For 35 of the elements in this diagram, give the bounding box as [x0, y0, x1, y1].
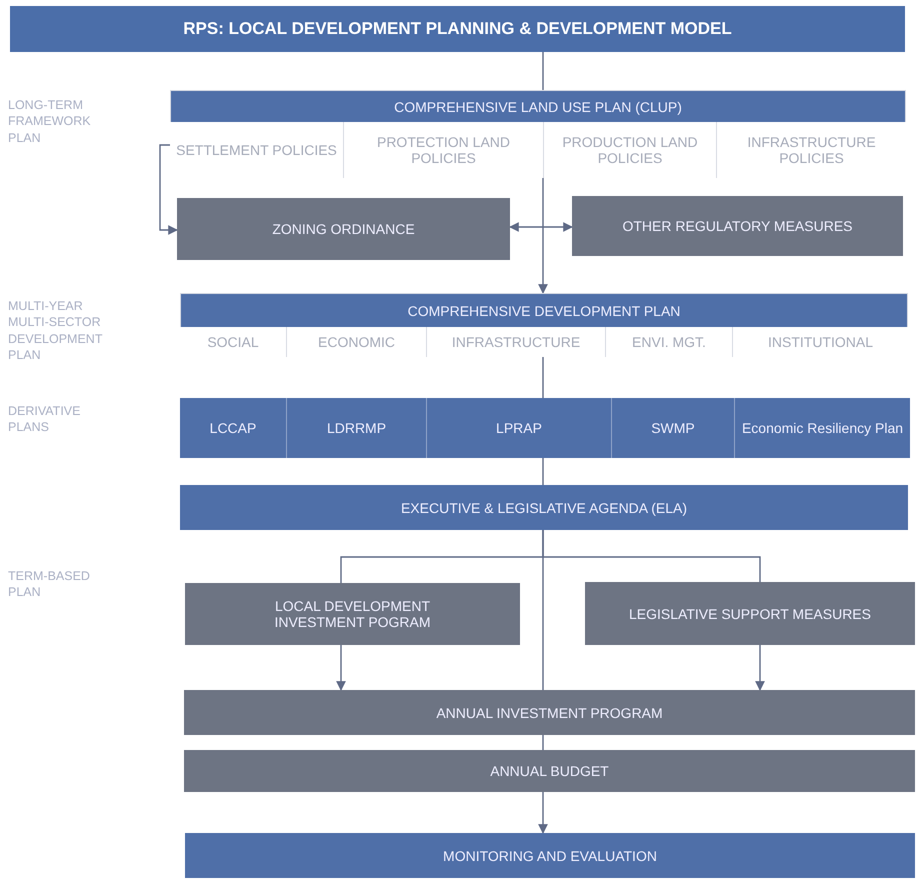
process-box: ZONING ORDINANCE [177, 198, 510, 260]
plan-section-cell: ECONOMIC [287, 327, 427, 357]
process-box: OTHER REGULATORY MEASURES [572, 196, 903, 256]
connector-arrow [538, 792, 548, 834]
plan-section-cell: INFRASTRUCTURE POLICIES [717, 122, 906, 178]
section-header: COMPREHENSIVE LAND USE PLAN (CLUP) [171, 91, 905, 123]
plan-section-cell: SETTLEMENT POLICIES [170, 122, 344, 178]
connector-arrow [509, 222, 573, 232]
process-box: LEGISLATIVE SUPPORT MEASURES [585, 582, 915, 645]
level-label: TERM-BASED PLAN [8, 568, 91, 600]
process-box: ANNUAL BUDGET [184, 750, 915, 792]
plan-box: LPRAP [427, 398, 612, 458]
level-label: DERIVATIVE PLANS [8, 403, 82, 436]
plan-box: Economic Resiliency Plan [735, 398, 910, 458]
connector-arrow [159, 144, 178, 235]
plan-section-cell: INSTITUTIONAL [733, 327, 908, 357]
level-label: MULTI-YEAR MULTI-SECTOR DEVELOPMENT PLAN [8, 298, 104, 363]
plan-box: SWMP [612, 398, 735, 458]
level-label: LONG-TERM FRAMEWORK PLAN [8, 97, 92, 146]
plan-section-cell: PROTECTION LAND POLICIES [344, 122, 544, 178]
connector-arrow [538, 178, 548, 294]
connector-arrow [755, 645, 765, 691]
plan-section-cell: ENVI. MGT. [606, 327, 733, 357]
plan-box: LCCAP [180, 398, 287, 458]
plan-section-cell: INFRASTRUCTURE [427, 327, 606, 357]
plan-section-cell: SOCIAL [180, 327, 287, 357]
process-box: ANNUAL INVESTMENT PROGRAM [184, 690, 915, 735]
process-box: LOCAL DEVELOPMENT INVESTMENT POGRAM [185, 583, 520, 645]
plan-box: EXECUTIVE & LEGISLATIVE AGENDA (ELA) [180, 485, 908, 530]
connector-arrow [336, 645, 346, 691]
plan-box: LDRRMP [287, 398, 427, 458]
section-header: COMPREHENSIVE DEVELOPMENT PLAN [181, 294, 907, 328]
plan-box: MONITORING AND EVALUATION [185, 833, 915, 878]
title-bar: RPS: LOCAL DEVELOPMENT PLANNING & DEVELOPMENT MODEL [10, 6, 905, 52]
plan-section-cell: PRODUCTION LAND POLICIES [544, 122, 717, 178]
